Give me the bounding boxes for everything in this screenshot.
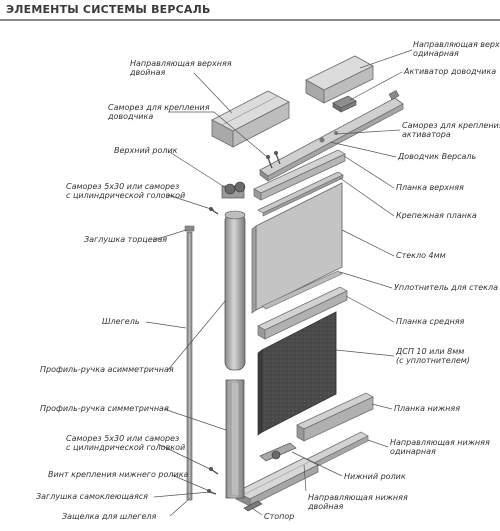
label-upper-guide-single-1: Направляющая верхняя	[413, 40, 500, 49]
label-sym-handle: Профиль-ручка симметричная	[40, 404, 169, 413]
label-chipboard-1: ДСП 10 или 8мм	[395, 347, 464, 356]
label-screw-5x30-bottom-2: с цилиндрической головкой	[66, 443, 185, 452]
closer-versal-part	[259, 90, 404, 182]
label-activator-screw-2: активатора	[402, 130, 451, 139]
bottom-screws-part	[207, 467, 219, 495]
closer-screws-part	[266, 151, 281, 169]
label-closer-screw-2: доводчика	[107, 112, 153, 121]
brush-strip-part	[186, 231, 193, 501]
asym-handle-part	[224, 210, 246, 371]
sym-handle-part	[225, 379, 245, 499]
glass-panel-part	[251, 182, 343, 314]
lower-guide-double-part	[235, 457, 319, 507]
label-mounting-strip: Крепежная планка	[396, 211, 477, 220]
stopper-part	[243, 500, 263, 512]
top-screw-part	[209, 207, 219, 215]
label-glass-seal: Уплотнитель для стекла	[394, 283, 498, 292]
label-glass: Стекло 4мм	[396, 251, 446, 260]
label-upper-roller: Верхний ролик	[114, 146, 178, 155]
chipboard-panel-part	[257, 311, 337, 436]
upper-profile-part	[253, 149, 346, 201]
end-cap-part	[184, 225, 195, 232]
labels: Направляющая верхняя двойная Направляюща…	[36, 40, 500, 521]
title-underline	[0, 19, 500, 21]
label-lower-guide-single-2: одинарная	[390, 447, 436, 456]
label-lower-guide-single-1: Направляющая нижняя	[390, 438, 490, 447]
glass-seal-part	[261, 270, 343, 310]
label-upper-guide-single-2: одинарная	[413, 49, 459, 58]
label-lower-roller: Нижний ролик	[344, 472, 406, 481]
label-upper-profile: Планка верхняя	[396, 183, 464, 192]
lower-guide-single-part	[306, 431, 369, 469]
label-closer-activator: Активатор доводчика	[403, 67, 496, 76]
label-upper-guide-double-2: двойная	[129, 68, 165, 77]
label-chipboard-2: (с уплотнителем)	[396, 356, 470, 365]
page-title: ЭЛЕМЕНТЫ СИСТЕМЫ ВЕРСАЛЬ	[6, 3, 211, 16]
label-upper-guide-double-1: Направляющая верхняя	[130, 59, 232, 68]
label-activator-screw-1: Саморез для крепления	[402, 121, 500, 130]
title-bar: ЭЛЕМЕНТЫ СИСТЕМЫ ВЕРСАЛЬ	[0, 0, 500, 22]
label-stopper: Стопор	[264, 512, 294, 521]
label-brush-cap: Защелка для шлегеля	[62, 512, 156, 521]
label-screw-5x30-bottom-1: Саморез 5х30 или саморез	[66, 434, 179, 443]
label-middle-profile: Планка средняя	[396, 317, 465, 326]
middle-profile-part	[257, 286, 348, 340]
leader-lines	[145, 49, 413, 517]
label-closer-versal: Доводчик Версаль	[397, 152, 476, 161]
label-asym-handle: Профиль-ручка асимметричная	[40, 365, 174, 374]
closer-activator-part	[332, 95, 357, 113]
lower-profile-part	[296, 392, 374, 442]
label-self-adhesive-cap: Заглушка самоклеющаяся	[36, 492, 148, 501]
label-screw-5x30-top-1: Саморез 5х30 или саморез	[66, 182, 179, 191]
label-screw-5x30-top-2: с цилиндрической головкой	[66, 191, 185, 200]
label-brush-strip: Шлегель	[102, 317, 140, 326]
lower-roller-part	[259, 442, 297, 462]
label-lower-guide-double-1: Направляющая нижняя	[308, 493, 408, 502]
upper-guide-double-part	[211, 90, 290, 148]
label-lower-roller-screw: Винт крепления нижнего ролика	[48, 470, 189, 479]
upper-roller-part	[221, 181, 246, 199]
upper-guide-single-part	[305, 55, 374, 104]
mounting-strip-part	[257, 171, 344, 217]
label-end-cap: Заглушка торцевая	[84, 235, 167, 244]
label-lower-guide-double-2: двойная	[307, 502, 343, 511]
label-lower-profile: Планка нижняя	[394, 404, 460, 413]
label-closer-screw-1: Саморез для крепления	[108, 103, 210, 112]
